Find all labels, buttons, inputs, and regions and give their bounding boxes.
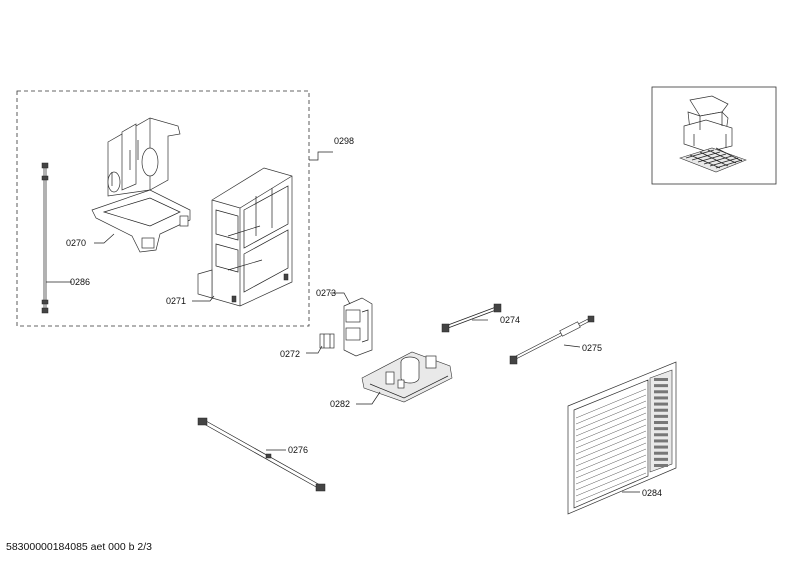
grille-slat <box>575 394 647 425</box>
grille-slat <box>575 430 647 461</box>
grille-strip-block <box>654 414 668 418</box>
overview-thumbnail <box>651 86 777 185</box>
label-0272: 0272 <box>280 349 300 359</box>
part-0282-pcb <box>361 351 453 403</box>
grille-slat <box>575 454 647 485</box>
grille-strip-block <box>654 390 668 394</box>
grille-slat <box>575 412 647 443</box>
grille-slat <box>575 388 647 419</box>
assembly-group-box <box>16 90 310 327</box>
grille-slat <box>575 472 647 503</box>
grille-strip-block <box>654 451 668 455</box>
part-0274-cable <box>441 303 502 333</box>
grille-slat <box>575 424 647 455</box>
grille-slat <box>575 406 647 437</box>
label-0271: 0271 <box>166 296 186 306</box>
label-0273: 0273 <box>316 288 336 298</box>
grille-strip-block <box>654 408 668 412</box>
grille-strip-block <box>654 464 668 467</box>
label-0275: 0275 <box>582 343 602 353</box>
grille-strip-block <box>654 384 668 388</box>
part-0272-connector <box>319 333 335 349</box>
part-0286-cable <box>41 162 49 314</box>
grille-strip-block <box>654 421 668 424</box>
grille-slat <box>575 466 647 497</box>
label-0298: 0298 <box>334 136 354 146</box>
grille-slat <box>575 460 647 491</box>
label-0276: 0276 <box>288 445 308 455</box>
part-0275-cable <box>509 315 595 365</box>
label-0284: 0284 <box>642 488 662 498</box>
grille-strip-block <box>654 378 668 381</box>
grille-slat <box>575 418 647 449</box>
document-footer-id: 58300000184085 aet 000 b 2/3 <box>6 541 152 553</box>
grille-slat <box>575 442 647 473</box>
part-0273-module <box>343 297 373 357</box>
grille-strip-block <box>654 445 668 449</box>
part-0271-housing <box>197 167 293 307</box>
grille-slat <box>575 400 647 431</box>
grille-strip-block <box>654 402 668 406</box>
part-0284-grille <box>567 361 677 515</box>
grille-strip-block <box>654 396 668 400</box>
grille-slat <box>575 436 647 467</box>
leader-lines <box>46 151 640 493</box>
part-0276-cable <box>197 417 326 492</box>
label-0286: 0286 <box>70 277 90 287</box>
grille-slat <box>575 448 647 479</box>
grille-strip-block <box>654 457 668 461</box>
part-0270-bracket <box>91 117 191 253</box>
label-0282: 0282 <box>330 399 350 409</box>
grille-strip-block <box>654 439 668 443</box>
label-0274: 0274 <box>500 315 520 325</box>
grille-strip-block <box>654 427 668 431</box>
label-0270: 0270 <box>66 238 86 248</box>
grille-slats <box>575 378 668 503</box>
grille-strip-block <box>654 433 668 437</box>
